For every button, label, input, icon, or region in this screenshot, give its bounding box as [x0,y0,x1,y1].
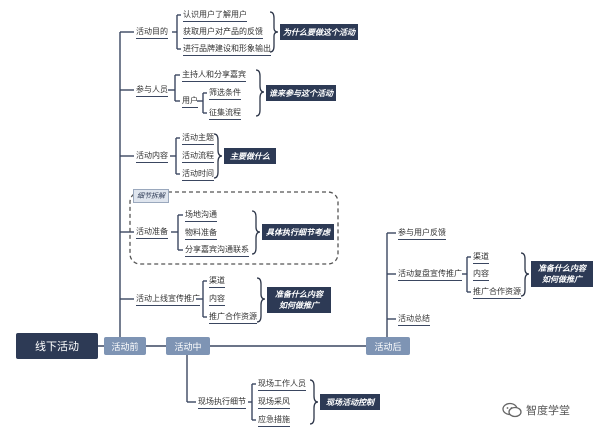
purpose-item-3: 进行品牌建设和形象输出 [183,44,271,56]
review-item-2: 内容 [473,269,489,281]
promo-item-3: 推广合作资源 [209,312,257,324]
promo-note: 准备什么内容 如何做推广 [267,287,331,313]
detail-tag: 细节拆解 [133,189,169,203]
content-item-3: 活动时间 [182,169,214,181]
brand-watermark: 智度学堂 [502,402,570,418]
exec-label: 现场执行细节 [198,397,246,409]
people-user-item-2: 征集流程 [209,108,241,120]
content-item-1: 活动主题 [182,133,214,145]
phase-before: 活动前 [104,337,146,355]
prep-item-3: 分享嘉宾沟通联系 [185,245,249,257]
wechat-icon [502,402,522,418]
phase-during: 活动中 [166,337,210,355]
review-note-line-2: 如何做推广 [542,275,582,284]
purpose-item-1: 认识用户了解用户 [183,10,247,22]
prep-note: 具体执行细节考虑 [262,224,334,240]
exec-note: 现场活动控制 [320,394,380,410]
content-label: 活动内容 [136,151,168,163]
people-user-item-1: 筛选条件 [209,88,241,100]
prep-item-2: 物料准备 [185,228,217,240]
promo-note-line-1: 准备什么内容 [275,290,323,299]
promo-note-line-2: 如何做推广 [279,301,319,310]
after-feedback: 参与用户反馈 [398,228,446,240]
content-item-2: 活动流程 [182,151,214,163]
prep-item-1: 场地沟通 [185,210,217,222]
promo-item-2: 内容 [209,294,225,306]
purpose-note: 为什么要做这个活动 [280,24,358,40]
prep-label: 活动准备 [136,227,168,239]
promo-label: 活动上线宣传推广 [136,294,200,306]
phase-after: 活动后 [366,337,410,355]
exec-item-2: 现场采风 [258,397,290,409]
content-note: 主要做什么 [224,148,276,164]
purpose-item-2: 获取用户对产品的反馈 [183,27,263,39]
review-note-line-1: 准备什么内容 [538,264,586,273]
after-summary: 活动总结 [398,314,430,326]
review-item-3: 推广合作资源 [473,287,521,299]
people-note: 谁来参与这个活动 [266,85,336,101]
exec-item-3: 应急措施 [258,415,290,427]
people-host: 主持人和分享嘉宾 [182,70,246,82]
root-node: 线下活动 [16,333,98,359]
review-note: 准备什么内容 如何做推广 [531,261,593,287]
purpose-label: 活动目的 [136,27,168,39]
people-label: 参与人员 [136,85,168,97]
promo-item-1: 渠道 [209,276,225,288]
review-item-1: 渠道 [473,252,489,264]
exec-item-1: 现场工作人员 [258,379,306,391]
review-label: 活动复盘宣传推广 [398,269,462,281]
people-user: 用户 [182,96,198,108]
brand-name: 智度学堂 [526,404,570,417]
